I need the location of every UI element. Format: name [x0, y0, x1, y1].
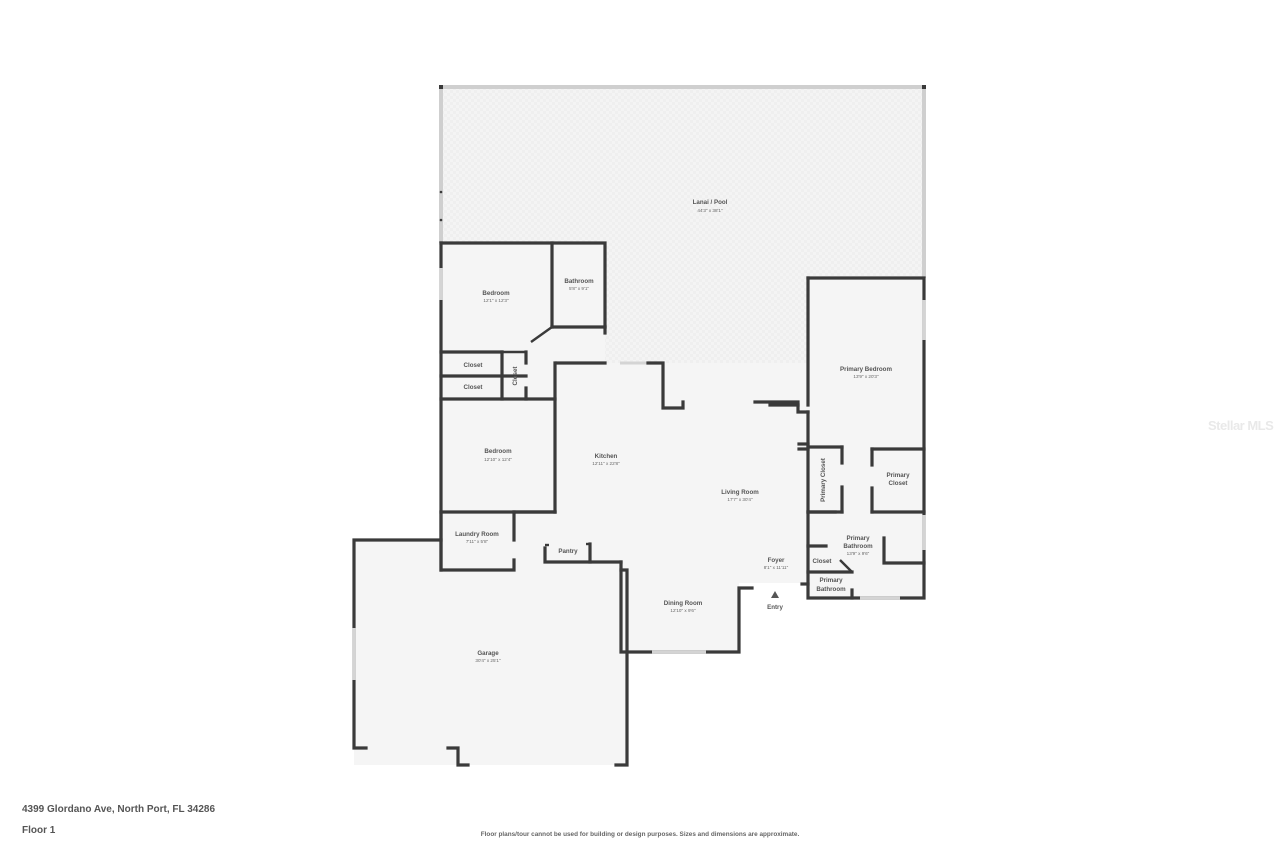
label-primary-closet-b-line2: Closet [889, 480, 908, 487]
interior-floor [354, 243, 924, 765]
label-primary-wc-line2: Bathroom [816, 586, 846, 593]
dim-lanai: 44'3" x 38'1" [697, 208, 723, 213]
label-bathroom: Bathroom [564, 278, 594, 285]
label-primary-closet-a: Primary Closet [820, 458, 827, 502]
label-primary-bath-line2: Bathroom [843, 543, 873, 550]
dim-foyer: 8'1" x 11'11" [764, 565, 789, 570]
label-dining-room: Dining Room [664, 600, 703, 607]
label-laundry: Laundry Room [455, 531, 499, 538]
label-bedroom-1: Bedroom [482, 290, 510, 297]
floor-label: Floor 1 [22, 825, 56, 836]
label-primary-wc-line1: Primary [819, 577, 843, 584]
label-entry: Entry [767, 604, 783, 611]
disclaimer: Floor plans/tour cannot be used for buil… [480, 831, 800, 838]
label-closet-2: Closet [464, 384, 483, 391]
entry-arrow-icon [771, 591, 779, 598]
property-address: 4399 Glordano Ave, North Port, FL 34286 [22, 804, 216, 815]
watermark-logo: Stellar MLS [1208, 418, 1274, 433]
dim-kitchen: 12'11" x 22'8" [592, 461, 620, 466]
label-foyer: Foyer [768, 557, 785, 564]
dim-bedroom-1: 12'1" x 12'3" [483, 298, 509, 303]
dim-primary-bedroom: 13'9" x 20'3" [853, 374, 879, 379]
walls [352, 241, 926, 767]
dim-living-room: 17'7" x 30'4" [727, 497, 753, 502]
label-primary-bath-line1: Primary [846, 535, 870, 542]
label-primary-bath-closet: Closet [813, 558, 832, 565]
room-labels: Lanai / Pool 44'3" x 38'1" Bedroom 12'1"… [455, 199, 910, 663]
label-bedroom-2: Bedroom [484, 448, 512, 455]
label-living-room: Living Room [721, 489, 759, 496]
lanai-area [439, 85, 926, 408]
dim-bedroom-2: 12'10" x 12'4" [484, 457, 512, 462]
label-closet-3: Closet [512, 367, 519, 386]
label-primary-bedroom: Primary Bedroom [840, 366, 892, 373]
label-garage: Garage [477, 650, 499, 657]
label-pantry: Pantry [558, 548, 578, 555]
label-kitchen: Kitchen [595, 453, 618, 460]
label-closet-1: Closet [464, 362, 483, 369]
dim-laundry: 7'11" x 5'8" [466, 539, 489, 544]
dim-bathroom: 5'8" x 9'1" [569, 286, 589, 291]
dim-garage: 30'4" x 25'1" [475, 658, 501, 663]
dim-primary-bath: 13'9" x 9'6" [847, 551, 870, 556]
label-lanai: Lanai / Pool [693, 199, 728, 206]
label-primary-closet-b-line1: Primary [886, 472, 910, 479]
dim-dining-room: 12'10" x 9'6" [670, 608, 696, 613]
